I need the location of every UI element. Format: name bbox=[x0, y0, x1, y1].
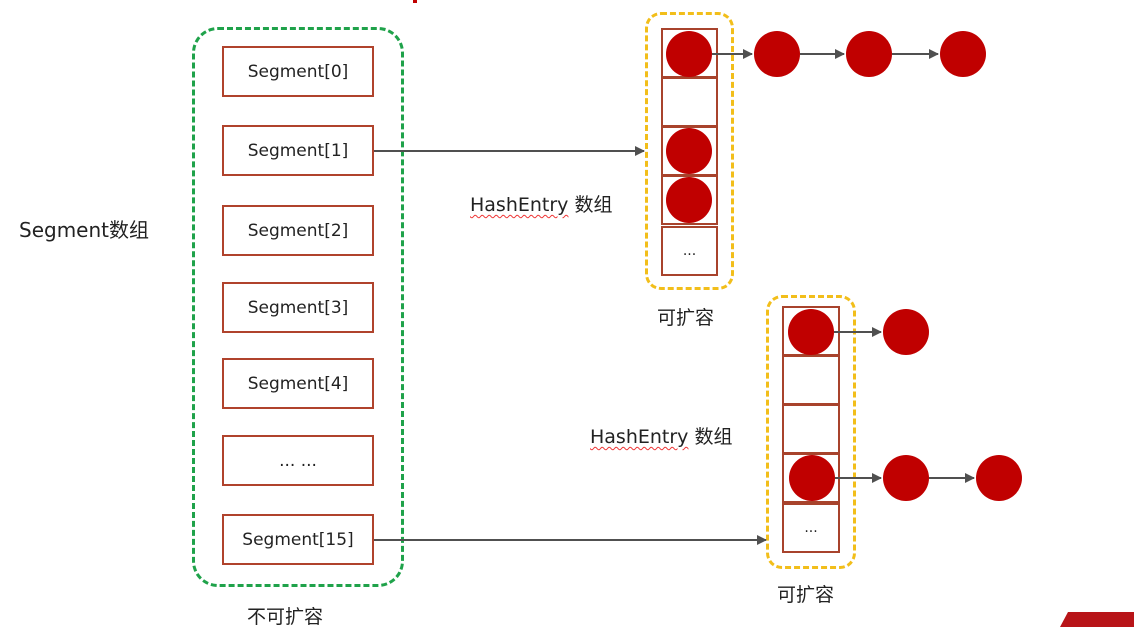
segment-1-box: Segment[1] bbox=[222, 125, 374, 176]
node-bottom-0-head bbox=[788, 309, 834, 355]
segment-2-box: Segment[2] bbox=[222, 205, 374, 256]
node-bottom-0-next-1 bbox=[883, 309, 929, 355]
hashentry-bottom-caption: 可扩容 bbox=[777, 584, 835, 606]
node-top-0-next-2 bbox=[846, 31, 892, 77]
segment-3-box: Segment[3] bbox=[222, 282, 374, 333]
hashentry-top-cell-ellipsis: ... bbox=[661, 226, 718, 276]
hashentry-table-top-group bbox=[645, 12, 734, 290]
hashentry-bottom-title-word: HashEntry bbox=[590, 426, 689, 448]
hashentry-top-title: HashEntry 数组 bbox=[470, 190, 612, 217]
hashentry-bottom-cell-ellipsis: ... bbox=[782, 503, 840, 553]
hashentry-top-title-rest: 数组 bbox=[568, 194, 613, 216]
segment-array-label: Segment数组 bbox=[19, 218, 149, 242]
node-bottom-3-next-2 bbox=[976, 455, 1022, 501]
hashentry-top-caption: 可扩容 bbox=[657, 307, 715, 329]
node-top-0-next-1 bbox=[754, 31, 800, 77]
node-top-2 bbox=[666, 128, 712, 174]
segment-15-box: Segment[15] bbox=[222, 514, 374, 565]
hashentry-bottom-cell-1 bbox=[782, 355, 840, 405]
node-top-0-head bbox=[666, 31, 712, 77]
node-bottom-3-next-1 bbox=[883, 455, 929, 501]
node-top-0-next-3 bbox=[940, 31, 986, 77]
node-top-3 bbox=[666, 177, 712, 223]
hashentry-top-title-word: HashEntry bbox=[470, 194, 569, 216]
hashentry-table-bottom-group bbox=[766, 295, 856, 569]
segment-4-box: Segment[4] bbox=[222, 358, 374, 409]
corner-decoration bbox=[1060, 612, 1134, 627]
hashentry-bottom-title-rest: 数组 bbox=[688, 426, 733, 448]
segment-0-box: Segment[0] bbox=[222, 46, 374, 97]
segment-group bbox=[192, 27, 404, 587]
segment-group-caption: 不可扩容 bbox=[247, 606, 324, 628]
top-edge-mark bbox=[413, 0, 417, 3]
hashentry-bottom-title: HashEntry 数组 bbox=[590, 422, 732, 449]
segment-ellipsis-box: ... ... bbox=[222, 435, 374, 486]
node-bottom-3-head bbox=[789, 455, 835, 501]
